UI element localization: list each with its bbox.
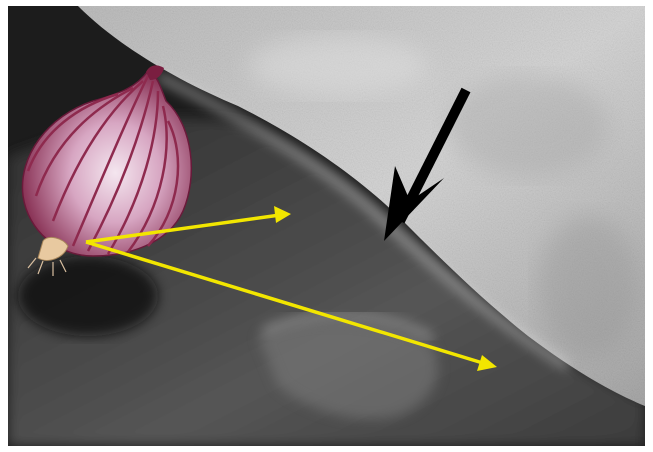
bone-texture-shadow — [538, 216, 638, 356]
radiograph-scene — [8, 6, 645, 446]
bone-texture-patch — [448, 76, 608, 176]
radiograph-svg — [8, 6, 645, 446]
bone-texture-highlight — [248, 36, 428, 96]
dark-cavity — [18, 256, 158, 336]
